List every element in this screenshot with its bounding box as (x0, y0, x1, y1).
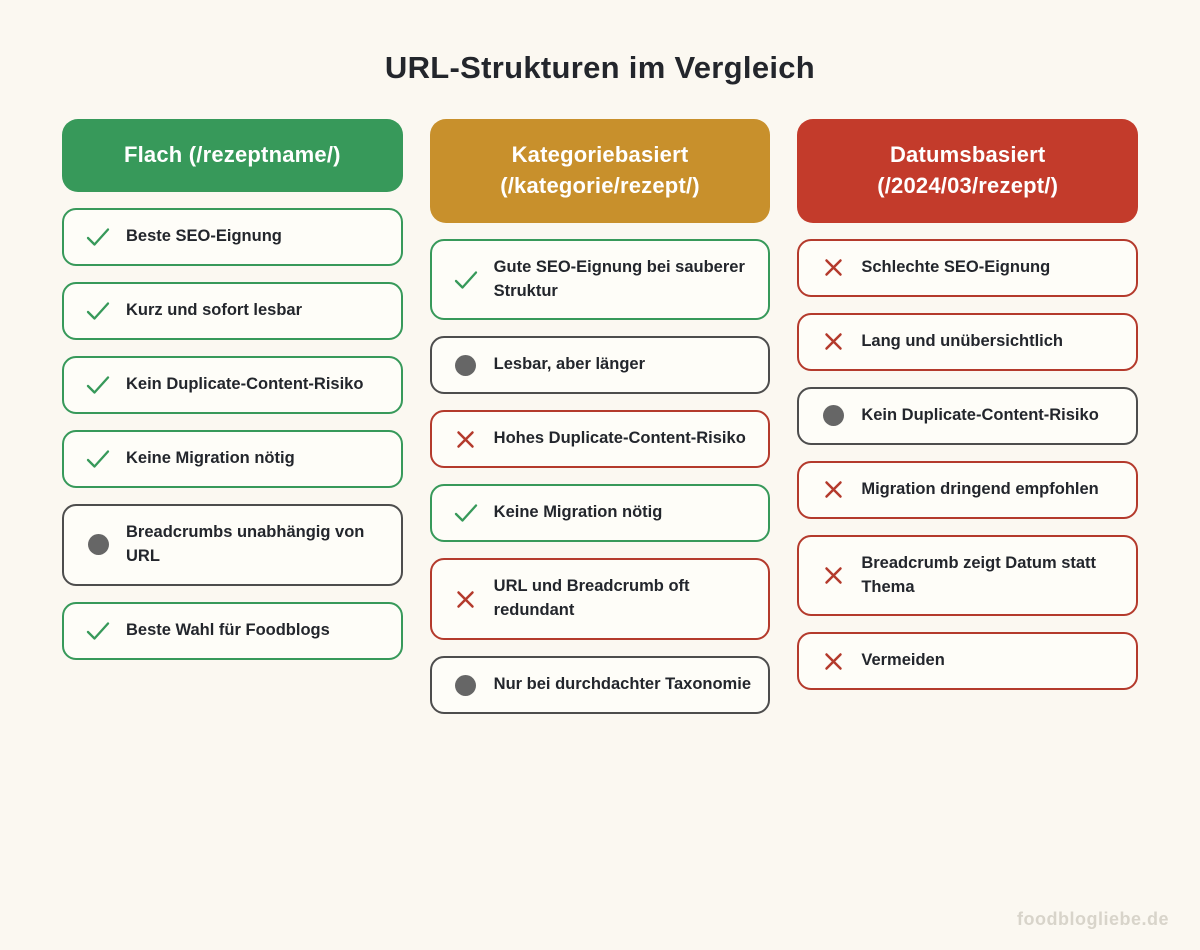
card: Keine Migration nötig (429, 484, 771, 543)
card: Kein Duplicate-Content-Risiko (797, 386, 1139, 445)
card-text: Breadcrumbs unabhängig von URL (126, 522, 365, 565)
card: Hohes Duplicate-Content-Risiko (429, 410, 771, 469)
cross-glyph (825, 259, 842, 276)
card: Beste Wahl für Foodblogs (62, 601, 403, 660)
check-icon (453, 503, 479, 523)
card-text: Schlechte SEO-Eignung (861, 257, 1051, 276)
column-header-flach: Flach (/rezeptname/) (62, 119, 403, 192)
card-text: Kurz und sofort lesbar (126, 300, 303, 319)
card: Migration dringend empfohlen (797, 460, 1139, 519)
card-text: Keine Migration nötig (126, 448, 295, 467)
card-text: Vermeiden (861, 651, 945, 670)
check-glyph (86, 228, 110, 246)
check-icon (85, 301, 111, 321)
check-icon (85, 227, 111, 247)
watermark: foodblogliebe.de (1017, 909, 1169, 929)
card: Beste SEO-Eignung (62, 207, 403, 266)
check-glyph (454, 270, 477, 289)
card: Breadcrumbs unabhängig von URL (62, 503, 403, 586)
card: URL und Breadcrumb oft redundant (429, 558, 771, 641)
cross-icon (453, 590, 479, 609)
column-kategoriebasiert: Kategoriebasiert (/kategorie/rezept/) Gut… (429, 119, 771, 715)
check-icon (85, 375, 111, 395)
check-glyph (86, 376, 110, 394)
column-header-datumsbasiert: Datumsbasiert (/2024/03/rezept/) (797, 119, 1139, 223)
card: Kein Duplicate-Content-Risiko (62, 355, 403, 414)
card: Lesbar, aber länger (429, 336, 771, 395)
page-title: URL-Strukturen im Vergleich (384, 50, 816, 85)
cross-glyph (825, 333, 842, 350)
card-text: Lesbar, aber länger (493, 355, 645, 374)
check-glyph (86, 302, 110, 320)
cross-icon (820, 332, 846, 351)
card-text: Beste Wahl für Foodblogs (126, 620, 330, 639)
column-datumsbasiert: Datumsbasiert (/2024/03/rezept/) Schlecht… (797, 119, 1139, 691)
card-text: Keine Migration nötig (493, 503, 663, 522)
dot-glyph (455, 674, 477, 696)
cross-icon (820, 566, 846, 585)
cross-glyph (825, 481, 842, 498)
card-text: Hohes Duplicate-Content-Risiko (493, 429, 746, 448)
card: Schlechte SEO-Eignung (797, 238, 1139, 297)
dot-icon (453, 354, 479, 376)
cross-glyph (825, 567, 842, 584)
card: Nur bei durchdachter Taxonomie (429, 656, 771, 715)
cross-icon (820, 480, 846, 499)
card-text: Kein Duplicate-Content-Risiko (126, 374, 364, 393)
check-icon (85, 621, 111, 641)
cross-glyph (457, 431, 474, 448)
card-text: Breadcrumb zeigt Datum statt Thema (861, 553, 1097, 596)
dot-icon (820, 405, 846, 427)
cross-icon (820, 258, 846, 277)
check-glyph (86, 621, 110, 640)
check-glyph (454, 504, 477, 523)
check-icon (85, 449, 111, 469)
card-text: URL und Breadcrumb oft redundant (493, 577, 690, 620)
card-text: Beste SEO-Eignung (126, 226, 282, 245)
card-text: Nur bei durchdachter Taxonomie (493, 675, 751, 694)
dot-icon (453, 674, 479, 696)
infographic-url-structures: URL-Strukturen im Vergleich Flach (/reze… (0, 50, 1200, 929)
check-icon (453, 270, 479, 290)
card: Keine Migration nötig (62, 429, 403, 488)
card: Kurz und sofort lesbar (62, 281, 403, 340)
dot-glyph (822, 405, 844, 427)
card-text: Gute SEO-Eignung bei sauberer Struktur (493, 257, 745, 300)
dot-glyph (87, 534, 109, 556)
column-header-kategoriebasiert: Kategoriebasiert (/kategorie/rezept/) (429, 119, 771, 223)
card: Gute SEO-Eignung bei sauberer Struktur (429, 238, 771, 321)
card-text: Kein Duplicate-Content-Risiko (861, 405, 1099, 424)
card: Breadcrumb zeigt Datum statt Thema (797, 534, 1139, 617)
dot-glyph (455, 354, 477, 376)
card: Vermeiden (797, 632, 1139, 691)
card: Lang und unübersichtlich (797, 312, 1139, 371)
cross-glyph (457, 591, 474, 608)
check-glyph (86, 450, 110, 468)
card-text: Migration dringend empfohlen (861, 479, 1099, 498)
dot-icon (85, 534, 111, 556)
card-text: Lang und unübersichtlich (861, 331, 1064, 350)
cross-icon (820, 652, 846, 671)
cross-glyph (825, 653, 842, 670)
cross-icon (453, 430, 479, 449)
